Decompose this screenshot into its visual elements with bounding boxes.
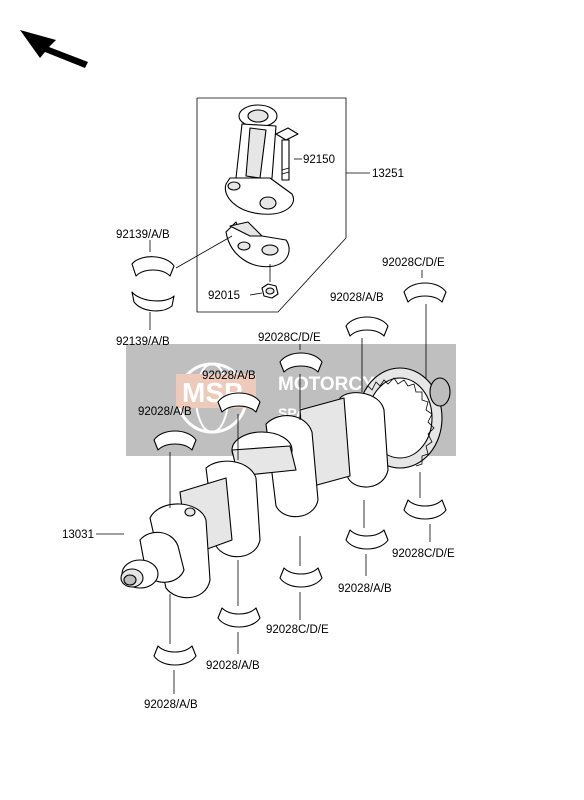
main-bearing-bottom-2 <box>217 560 261 654</box>
label-main-bottom-5: 92028C/D/E <box>392 548 455 560</box>
label-main-top-4: 92028/A/B <box>202 370 256 382</box>
conrod-cap <box>225 221 290 268</box>
main-bearing-top-2 <box>345 316 389 392</box>
main-bearing-bottom-4 <box>345 500 389 576</box>
connecting-rod <box>224 104 294 215</box>
label-main-top-right: 92028C/D/E <box>382 257 445 269</box>
conrod-bearing-upper <box>131 235 233 277</box>
label-main-top-5: 92028/A/B <box>138 406 192 418</box>
label-conrod-bolt: 92150 <box>303 154 335 166</box>
conrod-set-box <box>196 97 370 313</box>
label-main-bottom-1: 92028/A/B <box>144 699 198 711</box>
main-bearing-top-4 <box>217 392 261 460</box>
label-conrod-nut: 92015 <box>208 290 240 302</box>
label-main-bottom-3: 92028C/D/E <box>266 624 329 636</box>
conrod-bearing-lower <box>131 291 175 330</box>
label-conrod-bearing-lower: 92139/A/B <box>116 336 170 348</box>
main-bearing-top-5 <box>153 430 197 508</box>
label-main-top-3: 92028C/D/E <box>258 332 321 344</box>
label-main-bottom-2: 92028/A/B <box>206 660 260 672</box>
main-bearing-top-3 <box>279 344 323 420</box>
main-bearing-bottom-1 <box>153 594 197 694</box>
main-bearing-top-right <box>403 270 447 378</box>
label-conrod-set: 13251 <box>372 168 404 180</box>
label-crankshaft: 13031 <box>62 529 94 541</box>
label-main-bottom-4: 92028/A/B <box>338 583 392 595</box>
conrod-nut <box>249 264 279 299</box>
crankshaft <box>96 367 451 599</box>
label-main-top-2: 92028/A/B <box>330 292 384 304</box>
label-conrod-bearing-upper: 92139/A/B <box>116 229 170 241</box>
main-bearing-bottom-3 <box>279 536 323 620</box>
main-bearing-bottom-5 <box>403 472 447 542</box>
direction-arrow-icon <box>20 30 88 68</box>
conrod-bolt <box>275 127 302 181</box>
